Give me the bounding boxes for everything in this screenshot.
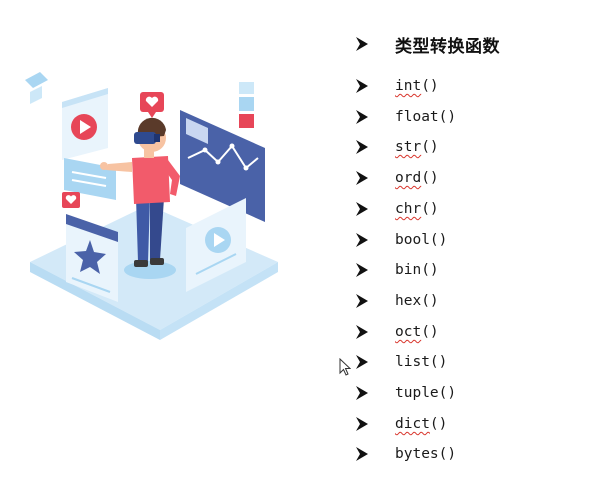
function-parens: (): [429, 354, 448, 370]
function-parens: (): [421, 201, 439, 217]
function-name: dict: [395, 416, 430, 432]
function-item: bool(): [356, 228, 447, 252]
bullet-arrow-icon: [356, 110, 368, 124]
function-parens: (): [421, 139, 439, 155]
function-item: str(): [356, 135, 439, 159]
function-parens: (): [421, 293, 439, 309]
bullet-arrow-icon: [356, 447, 368, 461]
function-item: oct(): [356, 320, 439, 344]
function-item: chr(): [356, 197, 439, 221]
bullet-arrow-icon: [356, 140, 368, 154]
bullet-arrow-icon: [356, 417, 368, 431]
function-item: list(): [356, 350, 447, 374]
function-item: ord(): [356, 166, 439, 190]
function-item: float(): [356, 105, 456, 129]
function-name: chr: [395, 201, 422, 217]
bullet-arrow-icon: [356, 171, 368, 185]
star-icon: [74, 240, 106, 274]
function-item: bytes(): [356, 442, 456, 466]
bullet-arrow-icon: [356, 79, 368, 93]
bullet-arrow-icon: [356, 355, 368, 369]
function-name: str: [395, 139, 422, 155]
function-name: bool: [395, 232, 430, 248]
function-name: int: [395, 78, 422, 94]
function-parens: (): [429, 232, 448, 248]
function-parens: (): [421, 78, 439, 94]
function-name: tuple: [395, 385, 439, 401]
heart-icon: [140, 92, 164, 118]
vr-illustration: [25, 72, 278, 340]
function-item: tuple(): [356, 381, 456, 405]
function-name: ord: [395, 170, 422, 186]
function-name: bin: [395, 262, 422, 278]
function-name: list: [395, 354, 430, 370]
slide-heading: 类型转换函数: [356, 32, 500, 57]
bullet-arrow-icon: [356, 386, 368, 400]
bullet-arrow-icon: [356, 233, 368, 247]
function-name: hex: [395, 293, 422, 309]
function-item: bin(): [356, 258, 439, 282]
function-item: hex(): [356, 289, 439, 313]
function-parens: (): [438, 446, 457, 462]
function-name: float: [395, 109, 439, 125]
function-item: dict(): [356, 412, 447, 436]
function-name: bytes: [395, 446, 439, 462]
function-parens: (): [429, 416, 448, 432]
function-parens: (): [421, 262, 439, 278]
bullet-arrow-icon: [356, 325, 368, 339]
bullet-arrow-icon: [356, 263, 368, 277]
function-name: oct: [395, 324, 422, 340]
bullet-arrow-icon: [356, 37, 368, 51]
mouse-cursor-icon: [339, 358, 351, 376]
function-parens: (): [438, 385, 457, 401]
function-parens: (): [421, 170, 439, 186]
heading-text: 类型转换函数: [395, 36, 500, 57]
function-parens: (): [421, 324, 439, 340]
function-item: int(): [356, 74, 439, 98]
bullet-list: 类型转换函数 int()float()str()ord()chr()bool()…: [356, 0, 611, 487]
bullet-arrow-icon: [356, 202, 368, 216]
function-parens: (): [438, 109, 457, 125]
vr-person: [100, 117, 180, 279]
bullet-arrow-icon: [356, 294, 368, 308]
